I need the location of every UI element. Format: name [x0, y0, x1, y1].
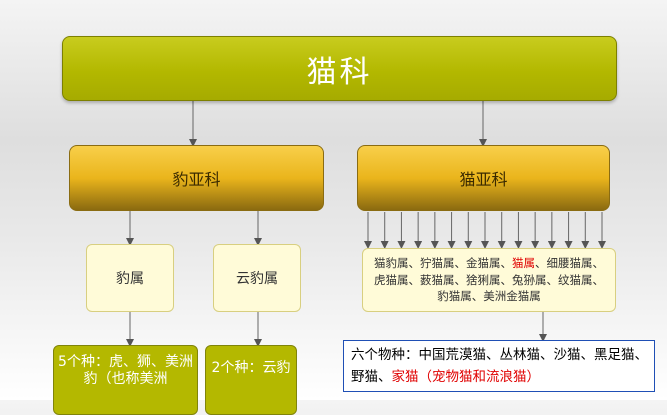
genera-list-part1: 猫豹属、狞猫属、金猫属、 [374, 256, 512, 271]
felis-genus-highlight: 猫属 [512, 256, 535, 271]
felis-species-part1: 六个物种：中国荒漠猫、丛林猫、沙猫、黑足猫、野猫、 [351, 347, 648, 385]
leopard-genus-label: 豹属 [116, 271, 144, 287]
felidae-label: 猫科 [306, 54, 373, 90]
panthera-species-node: 5个种：虎、狮、美洲豹（也称美洲 [53, 345, 198, 415]
neofelis-species-text: 2个种：云豹 [211, 360, 291, 376]
felinae-genera-node: 猫豹属、狞猫属、金猫属、猫属、细腰猫属、虎猫属、薮猫属、猞猁属、兔狲属、纹猫属、… [362, 248, 616, 312]
connector-arrows [126, 101, 606, 347]
clouded-leopard-genus-label: 云豹属 [236, 271, 278, 287]
pantherinae-label: 豹亚科 [172, 170, 221, 189]
domestic-cat-highlight: 家猫（宠物猫和流浪猫） [391, 369, 541, 385]
genera-list-part2: 、细腰猫属、虎猫属、薮猫属、猞猁属、兔狲属、纹猫属、豹猫属、美洲金猫属 [374, 256, 604, 304]
neofelis-species-node: 2个种：云豹 [205, 345, 297, 415]
panthera-species-text: 5个种：虎、狮、美洲豹（也称美洲 [58, 354, 193, 387]
pantherinae-node: 豹亚科 [69, 145, 324, 211]
clouded-leopard-genus-node: 云豹属 [213, 244, 301, 312]
felinae-node: 猫亚科 [357, 145, 610, 211]
felis-species-text: 六个物种：中国荒漠猫、丛林猫、沙猫、黑足猫、野猫、家猫（宠物猫和流浪猫） [351, 344, 654, 388]
felis-species-callout: 六个物种：中国荒漠猫、丛林猫、沙猫、黑足猫、野猫、家猫（宠物猫和流浪猫） [343, 340, 655, 392]
felidae-root-node: 猫科 [62, 36, 617, 101]
leopard-genus-node: 豹属 [86, 244, 174, 312]
felinae-label: 猫亚科 [459, 170, 508, 189]
felinae-genera-text: 猫豹属、狞猫属、金猫属、猫属、细腰猫属、虎猫属、薮猫属、猞猁属、兔狲属、纹猫属、… [369, 255, 609, 305]
genus-fan-arrows [364, 212, 606, 249]
